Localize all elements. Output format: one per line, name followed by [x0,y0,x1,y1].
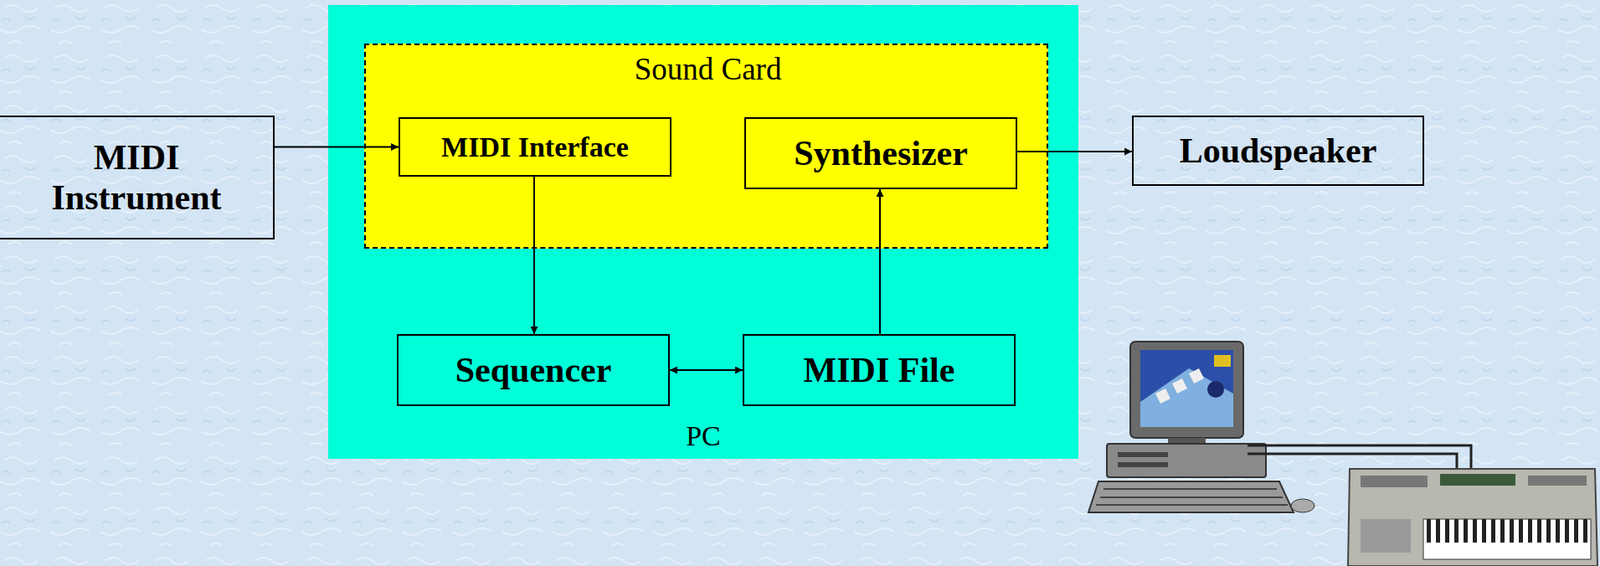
black-key [1537,519,1542,543]
process-box: MIDI Interface [398,117,672,177]
black-key [1518,519,1523,543]
instrument-box: MIDI Instrument [0,115,275,240]
arrow-connector [669,369,743,371]
sound-card-region: MIDI Interface Synthesizer Sound Card [364,43,1049,249]
arrow-connector [879,189,881,335]
file-box: MIDI File [742,334,1016,407]
arrow-connector [274,146,399,149]
black-key [1583,519,1588,543]
black-key [1500,519,1505,543]
computer-figure [1088,341,1315,513]
black-key [1574,519,1579,543]
box-label: Loudspeaker [1179,130,1378,171]
process-box: Synthesizer [744,117,1018,190]
black-key [1435,519,1441,543]
midi-cables [1247,445,1472,469]
pc-region: MIDI Interface Synthesizer Sound CardSeque… [328,5,1079,459]
black-key [1564,519,1570,543]
box-label: MIDI Interface [441,130,629,164]
black-key [1481,519,1487,543]
box-label: Sequencer [455,349,613,391]
black-key [1454,519,1459,543]
output-box: Loudspeaker [1131,115,1425,186]
black-key [1463,519,1468,543]
black-key [1527,519,1533,543]
black-key [1555,519,1560,543]
box-label: Synthesizer [793,133,968,174]
arrow-connector [1017,150,1132,153]
box-label: MIDI Instrument [8,137,265,219]
black-key [1472,519,1477,543]
keyboard-figure [1347,468,1598,566]
process-box: Sequencer [396,334,670,407]
black-key [1445,519,1450,543]
box-label: MIDI File [803,349,956,391]
black-key [1491,519,1496,543]
black-key [1509,519,1514,543]
black-key [1426,519,1431,543]
black-key [1546,519,1551,543]
arrow-connector [533,176,536,335]
region-label: Sound Card [634,51,782,88]
region-label: PC [685,419,721,453]
